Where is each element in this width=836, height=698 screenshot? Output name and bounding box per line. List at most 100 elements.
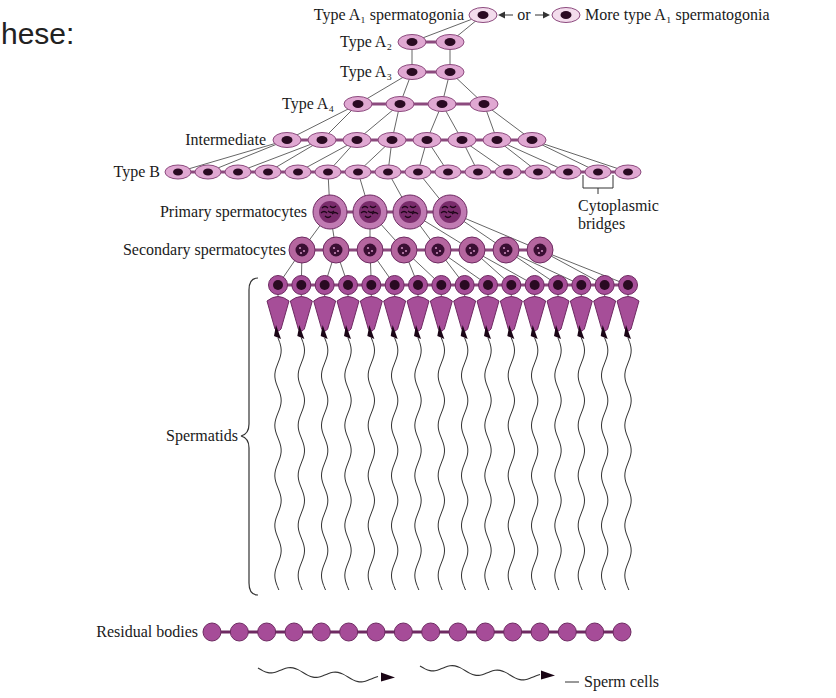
round-spermatid xyxy=(432,276,451,295)
nucleus xyxy=(296,280,306,290)
nucleus xyxy=(563,169,573,176)
type-a2-cell xyxy=(398,35,426,50)
type-b-cell xyxy=(195,165,221,179)
chromatin xyxy=(365,216,371,218)
label-holder: hese: xyxy=(1,17,74,52)
chromatin xyxy=(448,211,454,213)
residual-body xyxy=(340,623,358,641)
label-holder: or xyxy=(517,6,530,24)
chromatin xyxy=(405,250,407,252)
spermatid-head xyxy=(507,325,514,339)
spermatid-tail xyxy=(461,338,467,590)
chromatin xyxy=(473,250,475,252)
nucleus xyxy=(437,100,448,108)
elongating-spermatid xyxy=(594,297,616,332)
chromatin xyxy=(537,247,539,249)
chromatin xyxy=(371,250,373,252)
residual-body xyxy=(531,623,549,641)
nucleus xyxy=(553,280,563,290)
chromatin xyxy=(333,247,335,249)
callout-label: Cytoplasmic bridges xyxy=(578,197,678,234)
nucleus xyxy=(263,169,273,176)
chromatin xyxy=(361,212,367,214)
spermatid-head xyxy=(391,325,398,339)
stage-label: Spermatids xyxy=(166,427,238,445)
residual-body xyxy=(394,623,412,641)
residual-body xyxy=(504,623,522,641)
type-a4-cell xyxy=(470,97,498,112)
leader-line xyxy=(565,682,579,683)
chromatin xyxy=(334,252,336,254)
label-holder: Cytoplasmic bridges xyxy=(578,197,678,234)
spermatid-tail xyxy=(391,338,397,590)
label-holder: Type B xyxy=(114,163,160,181)
spermatid-tail xyxy=(508,338,514,590)
chromatin xyxy=(332,213,338,215)
nucleus xyxy=(432,244,445,257)
intermediate-cell xyxy=(413,133,441,148)
elongating-spermatid xyxy=(547,297,569,332)
spermatid-tail xyxy=(298,338,304,590)
type-a1-cell xyxy=(552,8,580,23)
spermatid-head xyxy=(414,325,421,339)
spermatid-tail xyxy=(368,338,374,590)
chromatin xyxy=(507,250,509,252)
secondary-spermatocyte xyxy=(493,237,519,263)
chromatin xyxy=(435,247,437,249)
chromatin xyxy=(450,206,456,208)
chromatin xyxy=(328,211,334,213)
chromatin xyxy=(330,206,336,208)
arrow-head xyxy=(498,12,505,19)
chromatin xyxy=(436,252,438,254)
intermediate-cell xyxy=(518,133,546,148)
type-b-cell xyxy=(465,165,491,179)
chromatin xyxy=(408,211,414,213)
elongating-spermatid xyxy=(524,297,546,332)
nucleus xyxy=(343,280,353,290)
intermediate-cell xyxy=(343,133,371,148)
stage-label: More type A₁ spermatogonia xyxy=(585,6,770,24)
nucleus xyxy=(359,201,381,223)
chromatin xyxy=(538,252,540,254)
stage-label: Intermediate xyxy=(185,131,266,149)
spermatid-tail xyxy=(555,338,561,590)
spermatid-tail xyxy=(578,338,584,590)
intermediate-cell xyxy=(483,133,511,148)
chromatin xyxy=(452,213,458,215)
intermediate-cell xyxy=(448,133,476,148)
spermatid-head xyxy=(484,325,491,339)
nucleus xyxy=(282,136,293,144)
secondary-spermatocyte xyxy=(357,237,383,263)
stage-label: Type A₁ spermatogonia xyxy=(314,6,464,24)
round-spermatid xyxy=(339,276,358,295)
round-spermatid xyxy=(479,276,498,295)
nucleus xyxy=(390,280,400,290)
type-a1-cell xyxy=(469,8,497,23)
nucleus xyxy=(364,244,377,257)
stage-label: Type A₂ xyxy=(340,33,392,51)
nucleus xyxy=(478,11,489,19)
elongating-spermatid xyxy=(454,297,476,332)
label-holder: Sperm cells xyxy=(584,673,659,691)
chromatin xyxy=(368,252,370,254)
residual-body xyxy=(285,623,303,641)
chromatin xyxy=(441,212,447,214)
spermatid-tail xyxy=(438,338,444,590)
chromatin xyxy=(470,252,472,254)
residual-body xyxy=(558,623,576,641)
spermatid-tail xyxy=(485,338,491,590)
nucleus xyxy=(534,244,547,257)
round-spermatid xyxy=(525,276,544,295)
stage-label: Primary spermatocytes xyxy=(160,203,307,221)
type-b-cell xyxy=(555,165,581,179)
chromatin xyxy=(445,216,451,218)
spermatid-tail xyxy=(625,338,631,590)
nucleus xyxy=(623,280,633,290)
elongating-spermatid xyxy=(407,297,429,332)
type-b-cell xyxy=(375,165,401,179)
round-spermatid xyxy=(455,276,474,295)
residual-body xyxy=(367,623,385,641)
label-holder: Type A₁ spermatogonia xyxy=(314,6,464,24)
